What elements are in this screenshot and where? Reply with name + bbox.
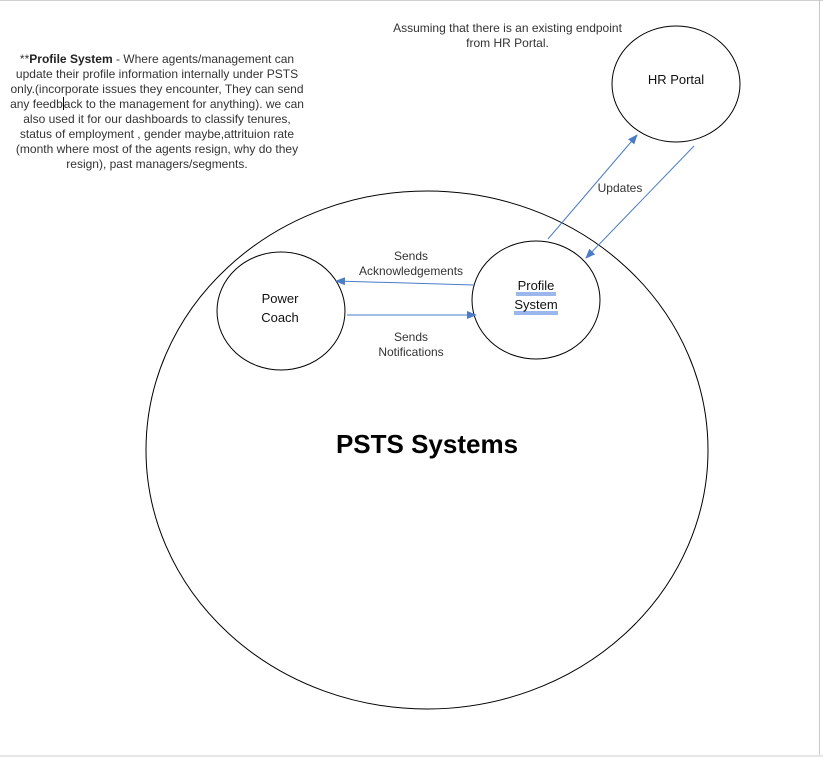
arrow-hr-to-profile[interactable]	[585, 145, 695, 259]
power-coach-label-line2: Coach	[261, 310, 299, 325]
arrow-profile-to-hr[interactable]	[547, 134, 638, 240]
power-coach-label-line1: Power	[262, 291, 300, 306]
profile-system-label-line2: System	[514, 297, 557, 312]
updates-label: Updates	[598, 181, 643, 195]
note-title: Profile System	[29, 52, 113, 66]
page-bottom-border	[0, 755, 823, 757]
hr-portal-node[interactable]	[611, 25, 741, 143]
page-top-border	[0, 0, 823, 1]
psts-systems-container[interactable]	[145, 190, 709, 710]
acknowledgements-label-line2: Acknowledgements	[359, 264, 463, 278]
text-cursor	[62, 97, 64, 110]
profile-system-node[interactable]	[471, 240, 601, 360]
note-text-part2: ack to the management for anything). we …	[15, 97, 304, 171]
arrow-acknowledgements[interactable]	[335, 277, 475, 286]
profile-system-note[interactable]: **Profile System - Where agents/manageme…	[6, 52, 308, 172]
note-prefix: **	[19, 52, 30, 66]
notifications-label-line1: Sends	[394, 330, 428, 344]
hr-portal-label: HR Portal	[648, 72, 704, 87]
psts-systems-title: PSTS Systems	[336, 429, 518, 459]
page-right-border	[819, 0, 820, 757]
notifications-label-line2: Notifications	[378, 345, 443, 359]
acknowledgements-label-line1: Sends	[394, 249, 428, 263]
note-text-part1: - Where agents/management can update the…	[10, 52, 304, 111]
power-coach-node[interactable]	[216, 251, 346, 371]
profile-system-label-line1: Profile	[518, 278, 555, 293]
assumption-note[interactable]: Assuming that there is an existing endpo…	[393, 21, 622, 50]
